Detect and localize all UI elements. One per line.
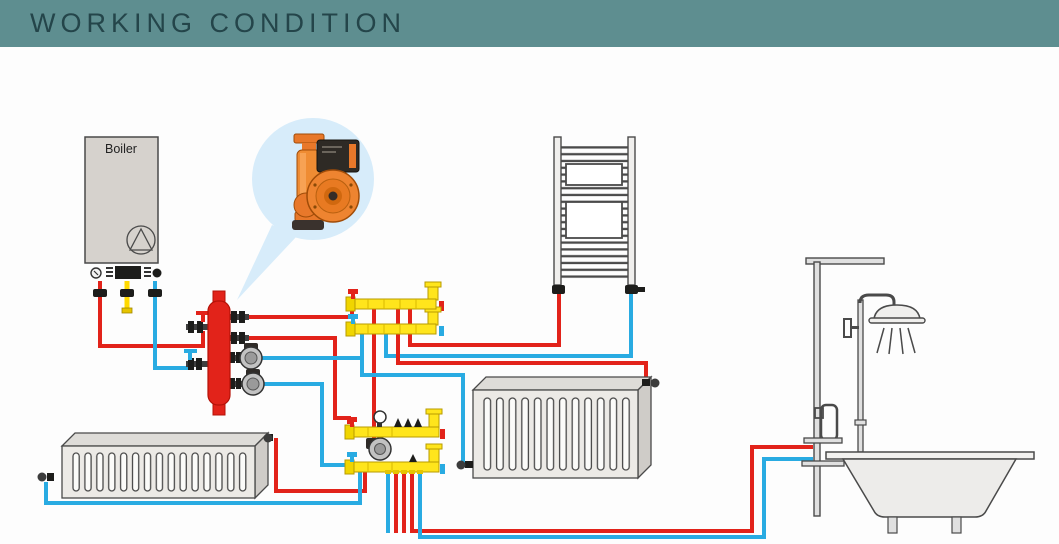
bathtub bbox=[825, 451, 1035, 534]
pipe-low-radiator-return bbox=[44, 471, 362, 505]
valve-icon bbox=[650, 378, 660, 388]
pipe-bath-return bbox=[418, 457, 813, 539]
floor-supply-bar bbox=[352, 426, 440, 438]
air-vent-icon bbox=[414, 418, 422, 427]
floor-heating-manifold bbox=[344, 408, 445, 475]
gas-valve-icon bbox=[120, 289, 134, 297]
pipe-towel-radiator-return bbox=[384, 292, 633, 358]
pipe-pump2-return bbox=[260, 382, 349, 467]
tub-foot bbox=[951, 516, 962, 534]
valve-icon bbox=[456, 460, 466, 470]
separator-pump-icon bbox=[239, 343, 263, 370]
pipe-bath-supply bbox=[410, 445, 813, 533]
air-vent-icon bbox=[409, 454, 417, 462]
hydraulic-separator bbox=[184, 290, 265, 416]
water-riser-pipe bbox=[813, 261, 821, 517]
separator-body bbox=[207, 300, 231, 406]
return-manifold-bar bbox=[353, 323, 437, 335]
pipe-boiler-supply bbox=[98, 281, 205, 348]
valve-icon bbox=[37, 472, 47, 482]
panel-radiator bbox=[456, 375, 660, 480]
boiler-label: Boiler bbox=[105, 142, 137, 156]
pipe-low-radiator-supply bbox=[274, 438, 367, 493]
boiler: Boiler bbox=[84, 136, 162, 314]
pipe-separator-to-supply-manifold bbox=[246, 303, 354, 319]
circulation-pump-callout bbox=[237, 118, 374, 300]
pipe-panel-radiator-supply bbox=[396, 309, 648, 382]
air-vent-icon bbox=[404, 418, 412, 427]
burner-icon bbox=[126, 225, 156, 255]
air-vent-icon bbox=[394, 418, 402, 427]
valve-icon bbox=[625, 285, 638, 294]
valve-icon bbox=[552, 285, 565, 294]
boiler-body bbox=[84, 136, 159, 264]
boiler-control-panel bbox=[90, 266, 162, 279]
bathroom-group bbox=[801, 257, 1035, 534]
pressure-gauge-icon bbox=[373, 410, 387, 424]
page-title: WORKING CONDITION bbox=[30, 8, 406, 38]
knob-icon bbox=[152, 268, 162, 278]
valve-icon bbox=[148, 289, 162, 297]
shower-spray bbox=[876, 327, 916, 355]
shower-column bbox=[843, 293, 926, 453]
tub-foot bbox=[887, 516, 898, 534]
radiator-manifold-pair bbox=[345, 281, 444, 337]
valve-icon bbox=[263, 433, 273, 443]
valve-icon bbox=[93, 289, 107, 297]
callout-tail bbox=[237, 225, 297, 300]
shower-head-icon bbox=[873, 304, 921, 320]
separator-pump-icon bbox=[241, 369, 265, 396]
circulation-pump-image bbox=[292, 133, 360, 230]
mixing-pump-icon bbox=[366, 437, 392, 461]
header-banner: WORKING CONDITION bbox=[0, 0, 1059, 47]
boiler-display bbox=[115, 266, 141, 279]
low-panel-radiator bbox=[37, 431, 273, 500]
supply-manifold-bar bbox=[353, 298, 437, 310]
towel-radiator bbox=[552, 136, 645, 294]
